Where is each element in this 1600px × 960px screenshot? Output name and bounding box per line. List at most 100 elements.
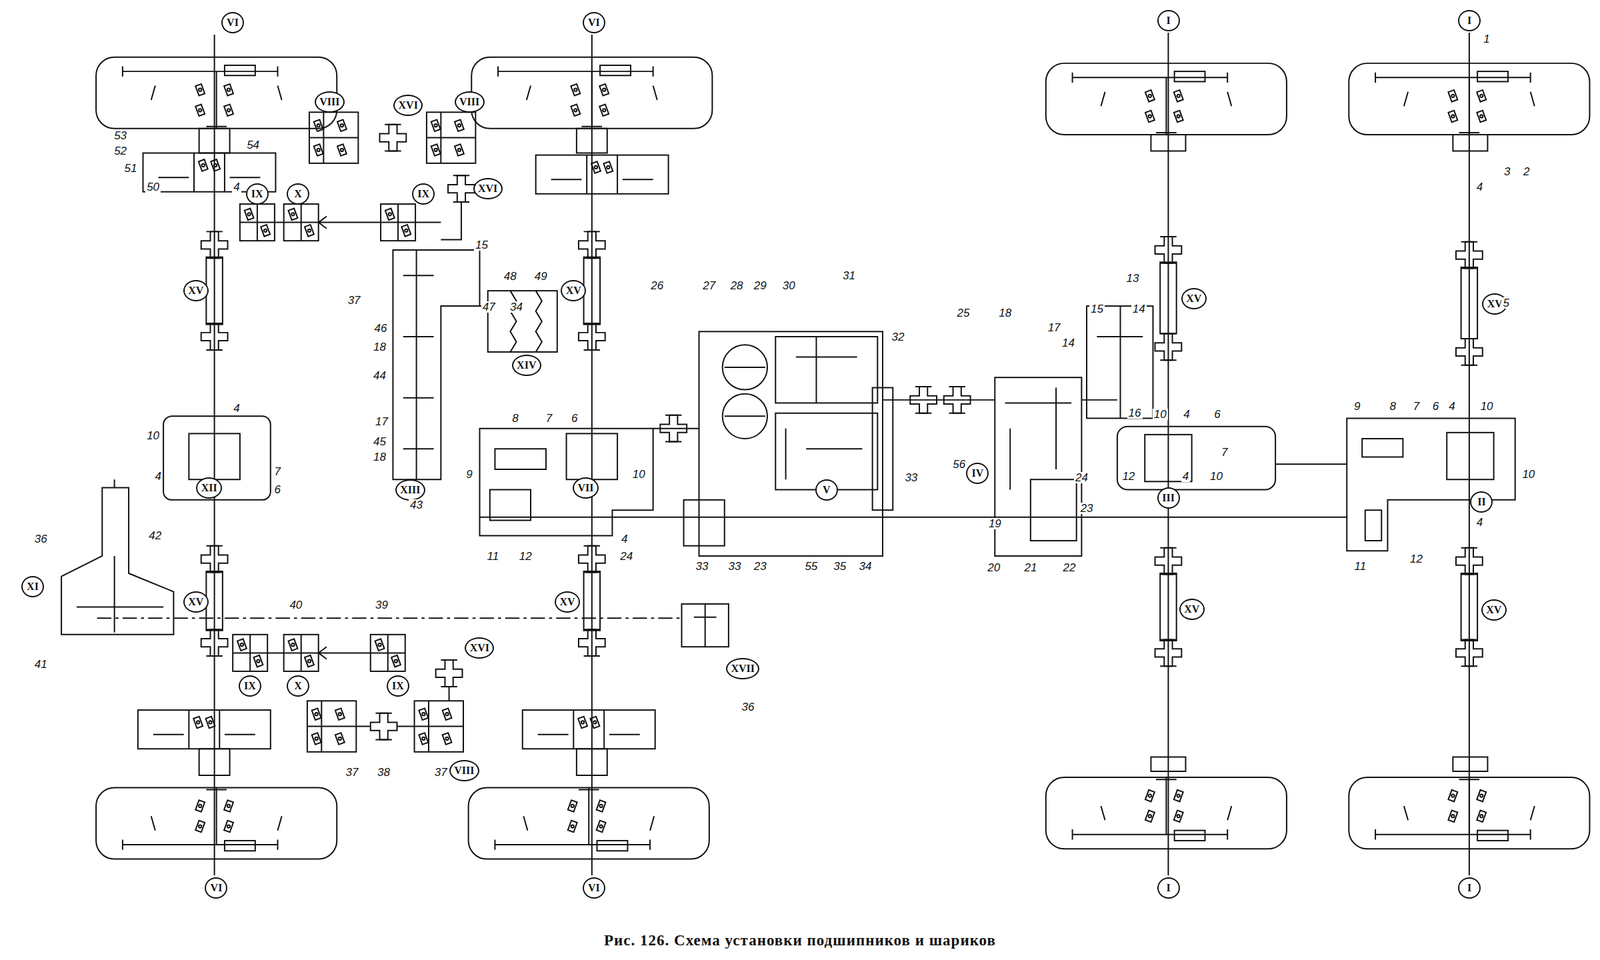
roman-numeral: I [1166,15,1170,26]
roman-numeral-circle: XIV [512,354,542,376]
roman-numeral: XV [188,285,204,296]
callout-number: 34 [508,301,524,313]
roman-numeral-circle: IV [966,462,989,484]
callout-number: 4 [232,402,241,414]
roman-numeral-circle: II [1470,491,1493,513]
roman-numeral: I [1467,882,1472,894]
callout-number: 6 [273,484,282,496]
callout-number: 37 [344,766,360,778]
callout-number: 54 [245,139,261,151]
roman-numeral-circle: VII [572,477,599,499]
callout-number: 11 [485,550,500,562]
roman-numeral-circle: XII [196,477,222,499]
callout-number: 16 [1127,407,1143,419]
callout-number: 10 [631,468,647,480]
roman-numeral: VIII [454,765,474,776]
roman-numeral: XV [559,596,575,608]
callout-number: 36 [740,701,756,713]
callout-number: 14 [1131,303,1147,315]
callout-number: 45 [372,436,388,448]
callout-number: 13 [1125,272,1141,284]
roman-numeral-circle: XIII [395,479,426,501]
roman-numeral-circle: XV [560,280,586,302]
roman-numeral: XV [1487,298,1503,310]
callout-number: 24 [618,550,634,562]
roman-numeral-circle: VIII [454,91,485,113]
roman-numeral-circle: I [1458,877,1481,899]
roman-numeral: XV [1186,293,1202,304]
callout-number: 10 [145,430,161,442]
callout-number: 4 [1475,181,1484,193]
callout-number: 30 [781,280,797,292]
callout-number: 52 [112,145,128,157]
callout-number: 25 [955,307,971,319]
roman-numeral-circle: XVI [473,178,503,200]
figure-caption: Рис. 126. Схема установки подшипников и … [604,932,996,950]
roman-numeral-circle: I [1458,10,1481,32]
callout-number: 2 [1522,166,1531,178]
callout-number: 43 [408,499,424,511]
roman-numeral-circle: V [815,479,838,501]
callout-number: 55 [803,560,819,572]
callout-number: 28 [729,280,745,292]
roman-numeral-circle: VI [204,877,228,899]
roman-numeral-circle: X [286,183,310,205]
callout-number: 36 [33,533,49,545]
callout-number: 41 [33,658,49,670]
callout-number: 48 [502,270,518,282]
roman-numeral-circle: IX [238,675,262,697]
roman-numeral: IX [392,680,404,692]
roman-numeral: I [1467,15,1472,26]
roman-numeral: IX [417,188,430,200]
callout-number: 6 [1212,408,1222,420]
roman-numeral-circle: I [1157,877,1180,899]
callout-number: 9 [1352,400,1362,412]
callout-number: 9 [464,468,474,480]
callout-number: 4 [620,533,629,545]
roman-numeral: XII [201,482,218,494]
roman-numeral: X [294,680,302,692]
callout-number: 4 [154,470,163,482]
roman-numeral-circle: VI [582,12,606,34]
callout-number: 15 [474,239,490,251]
callout-number: 4 [232,181,241,193]
roman-numeral: IV [971,468,984,479]
callout-number: 32 [890,331,906,343]
callout-number: 27 [701,280,717,292]
callout-number: 49 [533,270,549,282]
callout-number: 10 [1152,408,1168,420]
roman-numeral-circle: XVI [393,94,423,116]
callout-number: 35 [832,560,848,572]
roman-numeral-circle: XV [554,591,580,613]
callout-number: 11 [1352,560,1368,572]
callout-number: 12 [1408,553,1424,565]
roman-numeral: VI [588,882,600,894]
roman-numeral: XV [188,596,204,608]
callout-number: 51 [122,162,138,174]
roman-numeral-circle: VI [582,877,606,899]
callout-number: 56 [951,458,967,470]
roman-numeral: XVI [398,100,418,111]
callout-number: 7 [1412,400,1421,412]
roman-numeral-circle: XV [183,591,209,613]
callout-number: 23 [752,560,768,572]
roman-numeral: XV [566,285,582,296]
roman-numeral-circle: XI [21,576,44,598]
roman-numeral: XVII [731,663,756,674]
callout-number: 33 [694,560,710,572]
roman-numeral: V [822,484,831,496]
roman-numeral: VIII [319,96,340,108]
callout-number: 39 [374,599,390,611]
roman-numeral: VIII [459,96,480,108]
roman-numeral-circle: XV [1181,288,1207,310]
roman-numeral: X [294,188,302,200]
roman-numeral-circle: XV [1179,598,1205,620]
roman-numeral-circle: XV [1481,599,1507,621]
callout-number: 4 [1182,408,1191,420]
roman-numeral-circle: I [1157,10,1180,32]
callout-number: 18 [997,307,1013,319]
roman-numeral: II [1477,496,1486,508]
callout-number: 4 [1447,400,1456,412]
callout-number: 12 [518,550,534,562]
